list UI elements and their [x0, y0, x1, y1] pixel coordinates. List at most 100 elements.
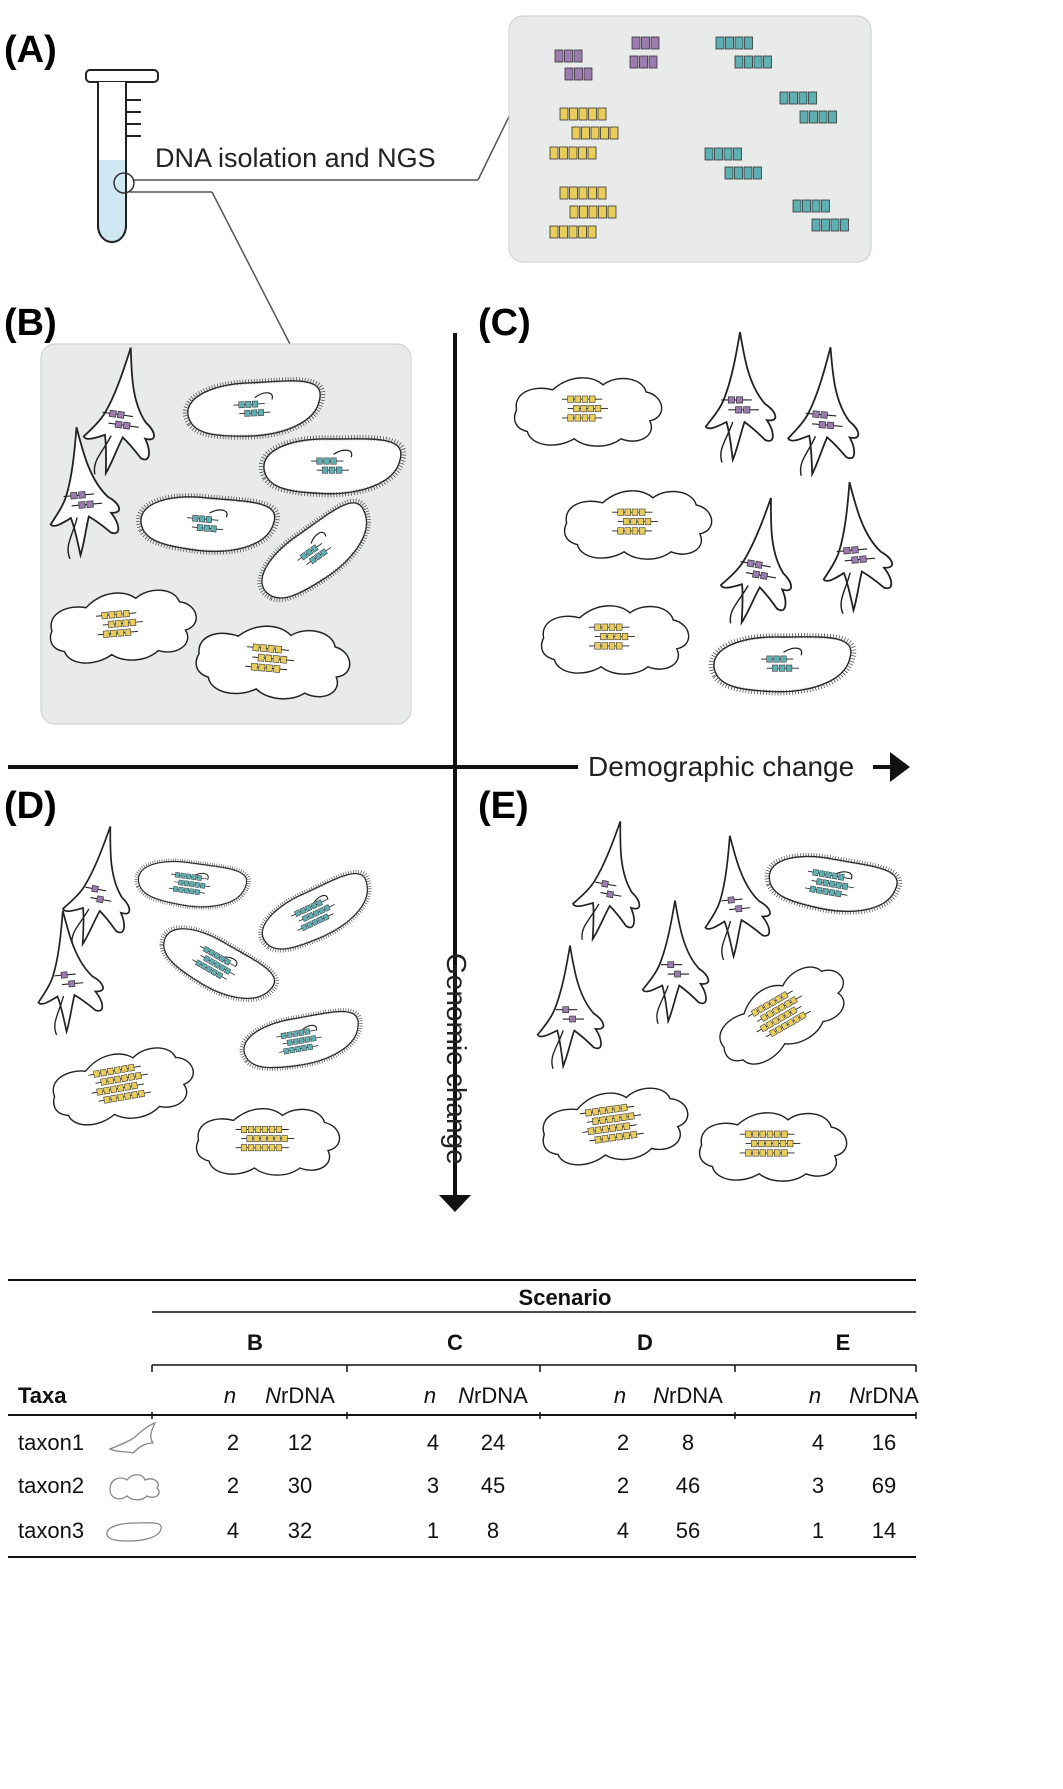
ciliate-organism — [247, 493, 386, 612]
sequence-read — [587, 225, 597, 239]
n-value: 3 — [427, 1473, 439, 1498]
ciliate-organism — [711, 636, 854, 693]
spiky-organism — [704, 331, 777, 464]
sequence-read — [811, 199, 821, 213]
panel-label-c: (C) — [478, 302, 531, 344]
nrdna-value: 8 — [682, 1430, 694, 1455]
nrdna-value: 24 — [481, 1430, 505, 1455]
spiky-organism — [56, 819, 145, 955]
sequence-read — [578, 107, 588, 121]
sequence-read — [607, 205, 617, 219]
amoeba-organism — [540, 605, 690, 675]
amoeba-organism — [698, 1112, 848, 1182]
sequence-read — [733, 147, 742, 161]
sequence-read — [723, 147, 733, 161]
nrdna-value: 46 — [676, 1473, 700, 1498]
demographic-change-label: Demographic change — [588, 751, 854, 782]
nrdna-column-header: NrDNA — [458, 1383, 528, 1408]
sequence-read — [549, 146, 559, 160]
n-column-header: n — [809, 1383, 821, 1408]
sequence-read — [568, 225, 578, 239]
sequence-read — [789, 91, 798, 105]
amoeba-organism — [46, 1040, 201, 1133]
sequence-read — [609, 126, 619, 140]
n-value: 2 — [617, 1430, 629, 1455]
sequence-read — [559, 146, 568, 160]
sequence-read — [715, 36, 725, 50]
sequence-read — [763, 55, 772, 69]
sequence-read — [650, 36, 660, 50]
n-value: 1 — [427, 1518, 439, 1543]
genomic-change-label: Genomic change — [441, 953, 472, 1165]
spiky-organism — [696, 831, 775, 963]
nrdna-column-header: NrDNA — [265, 1383, 335, 1408]
nrdna-value: 56 — [676, 1518, 700, 1543]
sequence-read — [725, 36, 734, 50]
ciliate-organism — [152, 914, 282, 1017]
down-arrow-icon — [439, 1178, 471, 1212]
sequence-read — [564, 67, 574, 81]
ciliate-organism — [131, 852, 253, 917]
sequence-reads — [549, 36, 849, 239]
n-value: 4 — [427, 1430, 439, 1455]
sequence-read — [753, 166, 762, 180]
sequence-read — [574, 67, 583, 81]
sequence-read — [704, 147, 714, 161]
ciliate-organism — [136, 491, 279, 558]
sequence-read — [578, 146, 587, 160]
sequence-read — [821, 199, 830, 213]
sequence-read — [734, 166, 743, 180]
ciliate-organism — [261, 438, 404, 495]
n-value: 2 — [617, 1473, 629, 1498]
ciliate-organism — [184, 378, 325, 441]
sequence-read — [549, 225, 559, 239]
sequence-read — [587, 146, 597, 160]
spiky-organism — [641, 899, 710, 1025]
scenario-b-header: B — [247, 1330, 263, 1355]
n-value: 2 — [227, 1473, 239, 1498]
amoeba-organism — [563, 490, 713, 560]
sequence-read — [583, 67, 593, 81]
nrdna-value: 16 — [872, 1430, 896, 1455]
spiky-organism — [713, 491, 807, 634]
sequence-read — [578, 186, 588, 200]
sequence-reads-panel — [508, 15, 872, 263]
sequence-read — [724, 166, 734, 180]
sequence-read — [578, 225, 587, 239]
sequence-read — [753, 55, 763, 69]
dna-isolation-label: DNA isolation and NGS — [155, 143, 436, 173]
spiky-organism — [41, 423, 125, 562]
sequence-read — [779, 91, 789, 105]
taxon-name: taxon3 — [18, 1518, 84, 1543]
sequence-read — [573, 49, 583, 63]
amoeba-organism — [513, 377, 663, 447]
sequence-read — [744, 36, 753, 50]
sequence-read — [648, 55, 658, 69]
scenario-d-header: D — [637, 1330, 653, 1355]
sequence-read — [811, 218, 821, 232]
sequence-read — [568, 146, 578, 160]
taxon-name: taxon1 — [18, 1430, 84, 1455]
amoeba-organism — [195, 1108, 341, 1176]
n-value: 4 — [617, 1518, 629, 1543]
n-column-header: n — [424, 1383, 436, 1408]
sequence-read — [821, 218, 830, 232]
scenario-c-header: C — [447, 1330, 463, 1355]
spiky-organism — [77, 341, 167, 483]
sequence-read — [818, 110, 828, 124]
sequence-read — [641, 36, 650, 50]
sequence-read — [799, 110, 809, 124]
ciliate-organism — [763, 847, 903, 922]
sequence-read — [600, 126, 609, 140]
panel-label-a: (A) — [4, 29, 57, 71]
sequence-read — [629, 55, 639, 69]
sequence-read — [597, 186, 607, 200]
sequence-read — [631, 36, 641, 50]
nrdna-column-header: NrDNA — [653, 1383, 723, 1408]
n-value: 1 — [812, 1518, 824, 1543]
taxa-header: Taxa — [18, 1383, 67, 1408]
sequence-read — [792, 199, 802, 213]
nrdna-value: 12 — [288, 1430, 312, 1455]
